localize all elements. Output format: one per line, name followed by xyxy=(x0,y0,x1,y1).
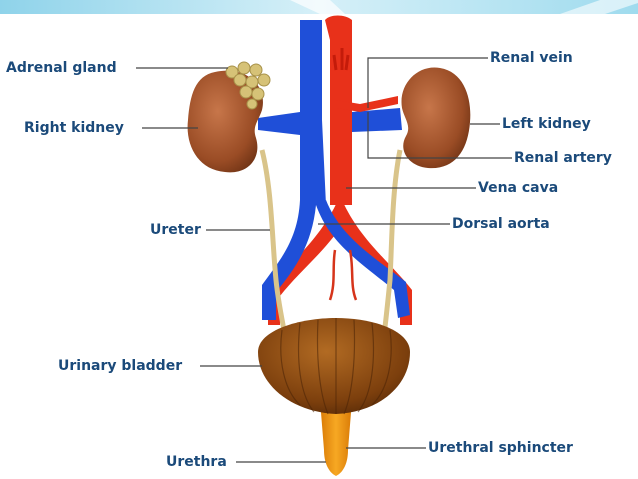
renal-veins xyxy=(258,108,402,135)
label-left-kidney: Left kidney xyxy=(502,116,591,132)
leader-lines xyxy=(136,57,512,463)
renal-arteries xyxy=(336,96,398,112)
label-renal-vein: Renal vein xyxy=(490,50,573,66)
iliac-twigs xyxy=(328,249,358,301)
label-adrenal-gland: Adrenal gland xyxy=(6,60,117,76)
header-band xyxy=(0,0,638,14)
left-ureter xyxy=(381,149,403,336)
label-dorsal-aorta: Dorsal aorta xyxy=(452,216,550,232)
urinary-bladder xyxy=(258,318,410,415)
vena-cava xyxy=(300,20,326,205)
left-kidney xyxy=(401,67,471,169)
label-urinary-bladder: Urinary bladder xyxy=(58,358,183,374)
right-ureter xyxy=(259,149,288,336)
label-right-kidney: Right kidney xyxy=(24,120,124,136)
label-urethral-sphincter: Urethral sphincter xyxy=(428,440,573,456)
label-vena-cava: Vena cava xyxy=(478,180,559,196)
label-renal-artery: Renal artery xyxy=(514,150,612,166)
urethra xyxy=(320,400,352,476)
dorsal-aorta xyxy=(325,15,352,205)
aortic-arch-branches xyxy=(332,48,350,71)
label-ureter: Ureter xyxy=(150,222,201,238)
adrenal-gland xyxy=(225,61,271,110)
label-urethra: Urethra xyxy=(166,454,227,470)
